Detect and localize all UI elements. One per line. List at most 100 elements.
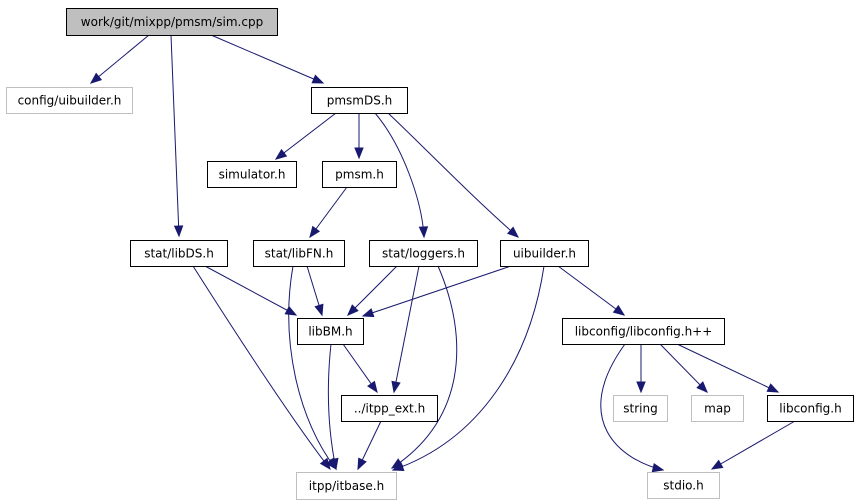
edge-loggers-to-libBM xyxy=(347,265,398,316)
arrow-head xyxy=(314,303,324,317)
edge-sim-to-pmsmDS xyxy=(210,34,325,84)
edge-line xyxy=(676,343,779,393)
node-uibuilder[interactable]: uibuilder.h xyxy=(500,240,589,267)
node-libconfig[interactable]: libconfig.h xyxy=(767,395,854,422)
edge-libconfigpp-to-map xyxy=(659,343,708,393)
node-pmsmDS[interactable]: pmsmDS.h xyxy=(311,87,408,114)
edge-libconfig-to-stdio xyxy=(710,420,796,470)
arrow-head xyxy=(636,381,646,394)
node-box[interactable] xyxy=(207,161,297,188)
edge-line xyxy=(347,265,398,316)
edge-line xyxy=(204,265,297,316)
node-box[interactable] xyxy=(130,240,228,267)
node-itppext[interactable]: ../itpp_ext.h xyxy=(341,395,438,422)
node-string[interactable]: string xyxy=(613,395,668,422)
arrow-head xyxy=(274,148,288,160)
node-label: work/git/mixpp/pmsm/sim.cpp xyxy=(81,15,263,29)
edge-libconfigpp-to-libconfig xyxy=(676,343,780,393)
edge-pmsmDS-to-uibuilder xyxy=(387,112,520,238)
node-box[interactable] xyxy=(341,395,438,422)
edge-loggers-to-itppext xyxy=(391,265,420,394)
edge-itppext-to-itbase xyxy=(357,420,382,471)
edge-line xyxy=(711,420,796,470)
nodes-layer: work/git/mixpp/pmsm/sim.cpp config/uibuil… xyxy=(6,8,854,500)
node-libFN[interactable]: stat/libFN.h xyxy=(253,240,345,267)
arrow-head xyxy=(347,304,359,316)
node-box[interactable] xyxy=(691,395,744,422)
edge-line xyxy=(170,34,180,237)
edge-line xyxy=(391,265,458,469)
node-label: libBM.h xyxy=(308,325,352,339)
edge-line xyxy=(387,112,519,238)
arrow-head xyxy=(173,225,184,238)
arrow-head xyxy=(309,225,321,239)
edge-line xyxy=(210,34,324,84)
node-label: pmsmDS.h xyxy=(327,94,393,108)
node-pmsm[interactable]: pmsm.h xyxy=(322,161,397,188)
node-label: libconfig/libconfig.h++ xyxy=(575,325,713,339)
node-libconfigpp[interactable]: libconfig/libconfig.h++ xyxy=(562,318,725,345)
edge-line xyxy=(557,265,625,316)
node-label: config/uibuilder.h xyxy=(18,94,122,108)
node-label: stat/loggers.h xyxy=(382,247,465,261)
node-itbase[interactable]: itpp/itbase.h xyxy=(296,472,397,500)
arrow-head xyxy=(284,305,298,316)
edge-line xyxy=(600,343,664,471)
edge-line xyxy=(362,265,512,317)
node-box[interactable] xyxy=(297,318,364,345)
node-label: simulator.h xyxy=(219,168,286,182)
edge-pmsmDS-to-pmsm xyxy=(354,113,364,160)
arrow-head xyxy=(391,462,405,472)
node-box[interactable] xyxy=(500,240,589,267)
edge-line xyxy=(659,343,708,393)
edge-line xyxy=(392,265,545,471)
edge-libBM-to-itbase xyxy=(327,343,339,471)
node-label: stdio.h xyxy=(663,479,703,493)
edge-libFN-to-libBM xyxy=(306,265,324,317)
node-box[interactable] xyxy=(66,8,278,36)
arrow-head xyxy=(89,72,103,84)
edge-libBM-to-itppext xyxy=(342,343,378,394)
arrow-head xyxy=(710,459,724,470)
node-label: libconfig.h xyxy=(779,402,841,416)
edge-uibuilder-to-libconfigpp xyxy=(557,265,626,316)
arrow-head xyxy=(391,380,401,394)
arrow-head xyxy=(367,380,378,394)
arrow-head xyxy=(766,383,780,393)
node-box[interactable] xyxy=(296,472,397,500)
edge-sim-to-libDS xyxy=(170,34,184,238)
arrow-head xyxy=(311,74,325,84)
node-uibcfg[interactable]: config/uibuilder.h xyxy=(6,87,133,114)
node-label: uibuilder.h xyxy=(513,247,576,261)
node-box[interactable] xyxy=(369,240,478,267)
node-box[interactable] xyxy=(253,240,345,267)
edge-line xyxy=(327,343,337,470)
edge-libDS-to-libBM xyxy=(204,265,298,316)
node-map[interactable]: map xyxy=(691,395,744,422)
arrow-head xyxy=(418,226,429,239)
node-box[interactable] xyxy=(311,87,408,114)
node-libDS[interactable]: stat/libDS.h xyxy=(130,240,228,267)
edge-line xyxy=(90,34,150,84)
node-stdio[interactable]: stdio.h xyxy=(647,472,720,499)
node-box[interactable] xyxy=(767,395,854,422)
node-box[interactable] xyxy=(6,87,133,114)
node-box[interactable] xyxy=(613,395,668,422)
node-sim[interactable]: work/git/mixpp/pmsm/sim.cpp xyxy=(66,8,278,36)
edge-libconfigpp-to-string xyxy=(636,344,646,394)
arrow-head xyxy=(354,147,364,160)
node-box[interactable] xyxy=(647,472,720,499)
edge-line xyxy=(288,265,337,470)
edge-loggers-to-itbase xyxy=(390,265,458,469)
node-libBM[interactable]: libBM.h xyxy=(297,318,364,345)
edge-line xyxy=(192,265,331,470)
arrow-head xyxy=(357,457,367,471)
node-box[interactable] xyxy=(322,161,397,188)
node-box[interactable] xyxy=(562,318,725,345)
node-label: pmsm.h xyxy=(335,168,384,182)
node-loggers[interactable]: stat/loggers.h xyxy=(369,240,478,267)
arrow-head xyxy=(329,457,339,471)
edge-uibuilder-to-itbase xyxy=(391,265,545,472)
node-simulator[interactable]: simulator.h xyxy=(207,161,297,188)
